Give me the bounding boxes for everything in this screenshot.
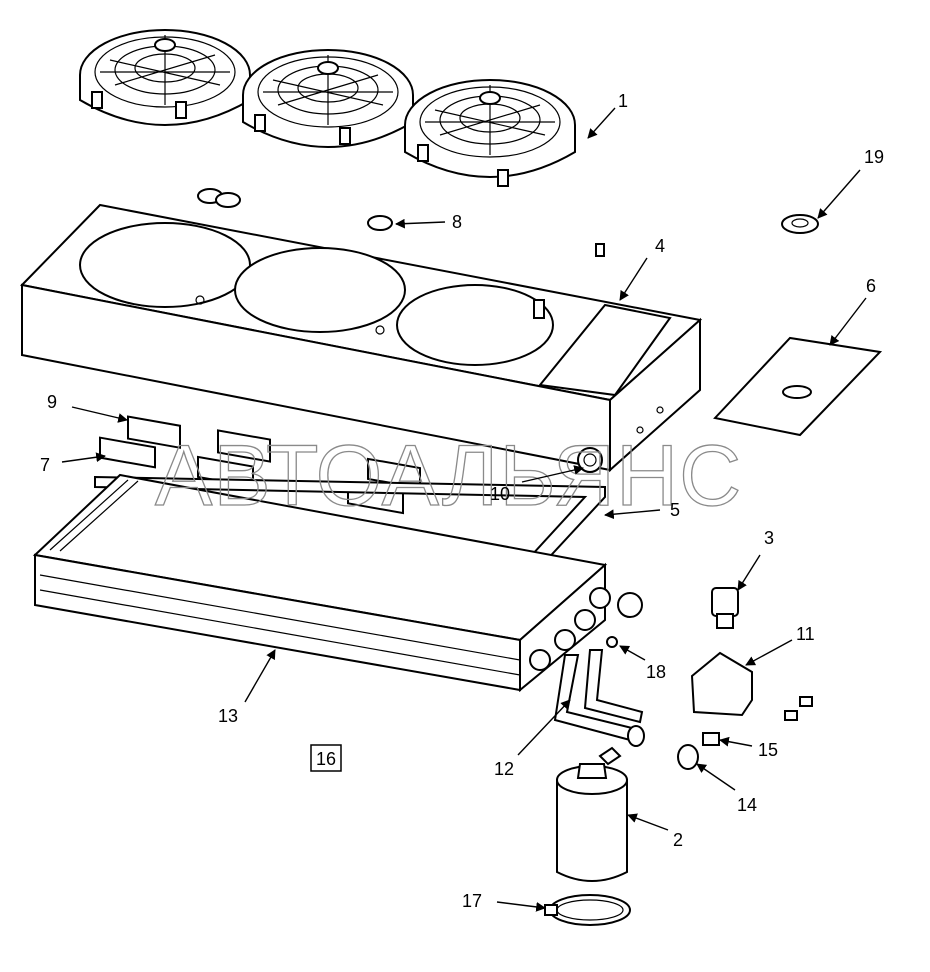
label-part-4: 4: [655, 236, 665, 256]
screws: [784, 696, 813, 721]
callout-labels: 1 19 8 4 6 9 7 10 5 3 11 18 13 16 12 15 …: [40, 91, 884, 911]
watermark-text: АВТОАЛЬЯНС: [155, 428, 742, 524]
label-part-6: 6: [866, 276, 876, 296]
label-part-10: 10: [490, 484, 510, 504]
fan-right: [404, 79, 576, 187]
fan-middle: [242, 49, 414, 148]
switch-part-3: [711, 587, 739, 629]
label-part-3: 3: [764, 528, 774, 548]
label-part-1: 1: [618, 91, 628, 111]
label-part-17: 17: [462, 891, 482, 911]
label-part-9: 9: [47, 392, 57, 412]
label-part-18: 18: [646, 662, 666, 682]
housing: [19, 203, 703, 473]
label-part-16-box: 16: [310, 744, 342, 772]
label-part-14: 14: [737, 795, 757, 815]
label-part-7: 7: [40, 455, 50, 475]
evaporator-core: [32, 473, 643, 693]
label-part-13: 13: [218, 706, 238, 726]
label-part-16: 16: [316, 749, 336, 769]
fitting-14: [677, 744, 699, 770]
receiver-drier: [556, 746, 628, 882]
cover-plate: [713, 336, 883, 437]
brackets: [99, 415, 421, 515]
label-part-11: 11: [796, 624, 815, 644]
bolt-18: [606, 636, 618, 648]
fan-left: [79, 29, 251, 126]
grommets: [197, 188, 393, 231]
label-part-19: 19: [864, 147, 884, 167]
fitting-15: [702, 732, 720, 746]
label-part-8: 8: [452, 212, 462, 232]
label-part-2: 2: [673, 830, 683, 850]
seal-ring: [781, 214, 819, 234]
label-part-5: 5: [670, 500, 680, 520]
fan-assembly-group: [79, 29, 576, 187]
leader-lines: [61, 107, 867, 912]
pipes: [553, 649, 645, 747]
bracket-part-11: [690, 651, 753, 717]
label-part-12: 12: [494, 759, 514, 779]
label-part-15: 15: [758, 740, 778, 760]
clamp: [544, 894, 631, 926]
